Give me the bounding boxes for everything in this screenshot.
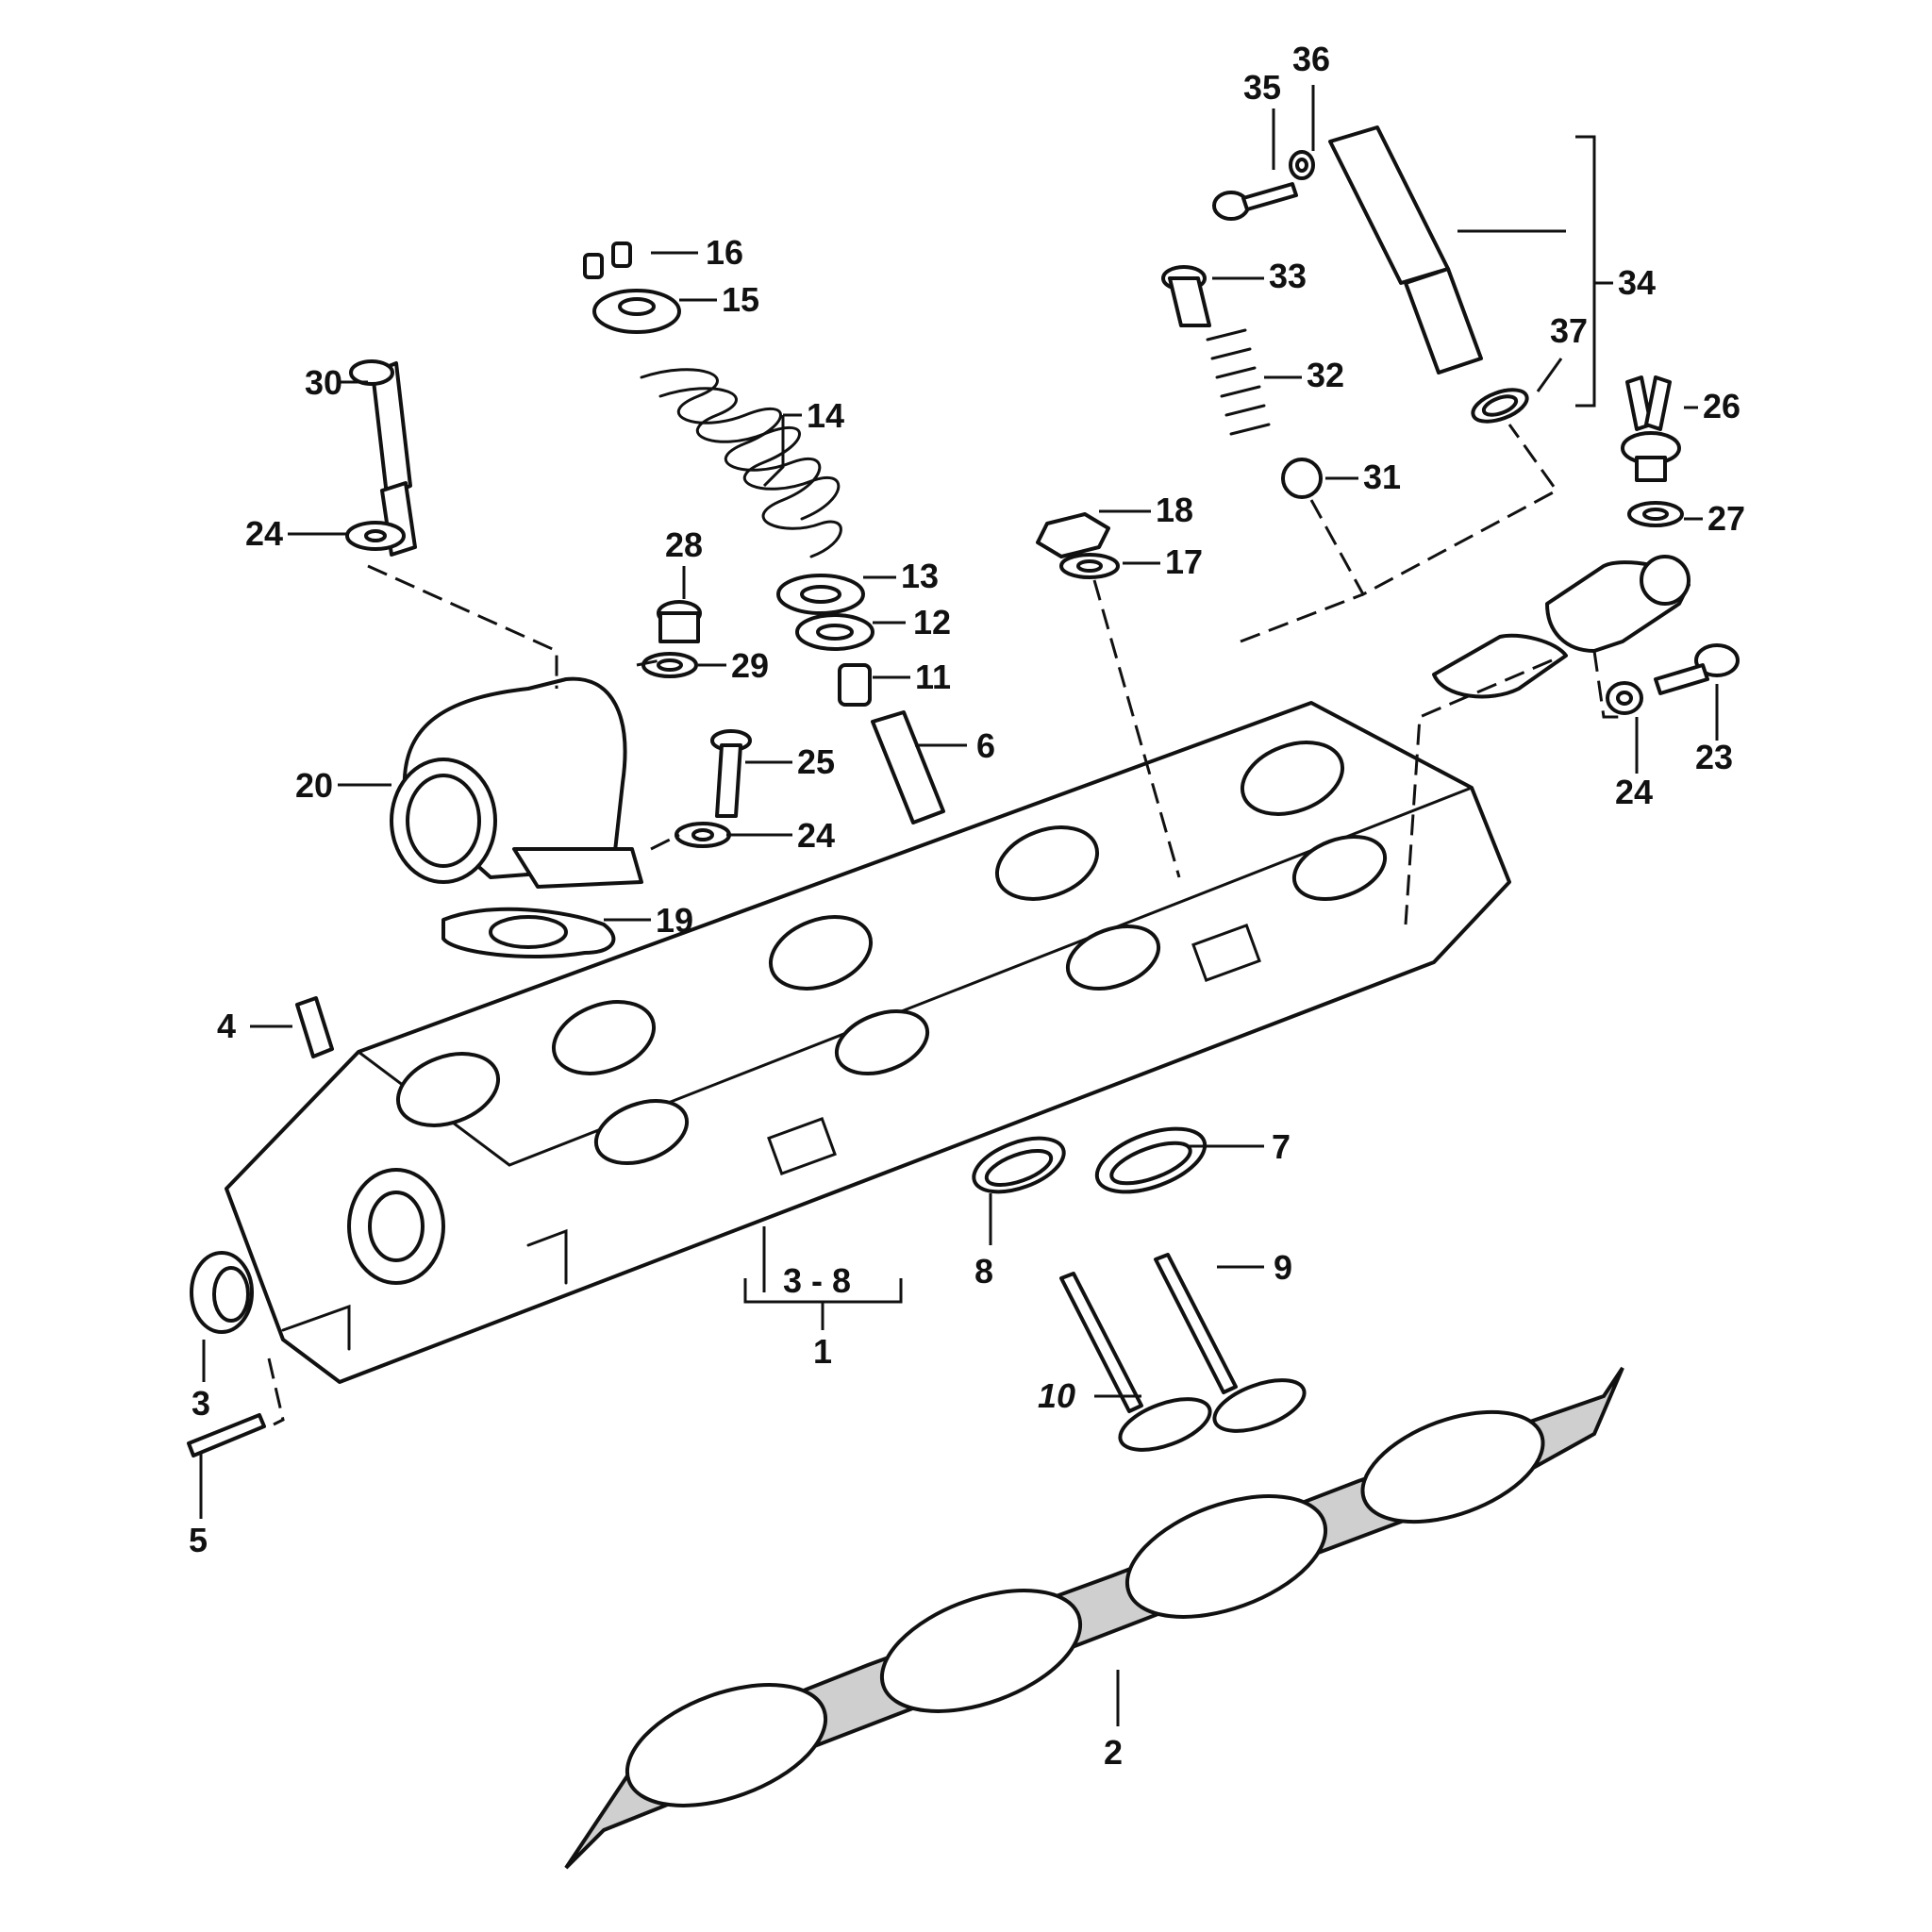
callout-33: 33 <box>1269 257 1307 295</box>
dowel-pin-4 <box>295 996 334 1058</box>
callout-12: 12 <box>913 603 951 641</box>
valve-guide-6 <box>871 710 945 824</box>
valve-springs-14 <box>640 368 842 558</box>
callout-35: 35 <box>1243 68 1281 107</box>
callout-17: 17 <box>1165 542 1203 581</box>
callout-7: 7 <box>1272 1127 1291 1166</box>
plug-28 <box>657 600 702 643</box>
spring-seat-13 <box>776 574 865 615</box>
valve-10 <box>1059 1272 1212 1452</box>
callout-16: 16 <box>706 233 743 272</box>
callout-29: 29 <box>731 646 769 685</box>
valve-seat-ring-7 <box>1094 1126 1208 1194</box>
callout-3-8: 3 - 8 <box>783 1261 851 1300</box>
coolant-connector <box>1545 555 1690 653</box>
spring-32 <box>1206 328 1271 436</box>
callout-23: 23 <box>1695 738 1733 776</box>
callout-6: 6 <box>976 726 995 765</box>
seal-ring-3 <box>190 1251 254 1334</box>
valve-stem-seal-11 <box>838 663 872 707</box>
thermostat-housing-20 <box>390 676 643 889</box>
washer-24-right <box>1606 681 1643 715</box>
screw-plug-33 <box>1161 265 1211 327</box>
cylinder-head-gasket <box>564 1366 1624 1870</box>
callout-36: 36 <box>1292 40 1330 78</box>
bolt-25 <box>710 729 752 818</box>
callout-28: 28 <box>665 525 703 564</box>
callout-labels: 1 2 3 3 - 8 4 5 6 7 8 9 10 11 12 13 14 1… <box>189 40 1745 1772</box>
callout-2: 2 <box>1104 1733 1123 1772</box>
assembly-lines <box>267 424 1627 1426</box>
washer-24-mid <box>675 822 731 848</box>
callout-13: 13 <box>901 557 939 595</box>
callout-11: 11 <box>915 658 951 696</box>
callout-20: 20 <box>295 766 333 805</box>
spring-retainer-15 <box>592 289 681 334</box>
callout-24-top: 24 <box>245 514 283 553</box>
bolt-23 <box>1654 643 1740 695</box>
valve-9 <box>1154 1253 1307 1433</box>
valve-seat-ring-8 <box>972 1136 1066 1194</box>
cylinder-head <box>225 701 1511 1384</box>
nut-18 <box>1036 512 1110 558</box>
seal-ring-37 <box>1471 388 1529 424</box>
valve-keepers-16 <box>583 242 632 279</box>
sealing-ring-27 <box>1627 501 1684 527</box>
gasket-19 <box>441 907 616 958</box>
callout-37: 37 <box>1550 311 1588 350</box>
callout-5: 5 <box>189 1521 208 1559</box>
flange-gasket <box>1432 633 1568 699</box>
callout-24-right: 24 <box>1615 773 1653 811</box>
washer-17 <box>1059 553 1120 579</box>
callout-31: 31 <box>1363 458 1401 496</box>
callout-4: 4 <box>217 1007 236 1045</box>
callout-25: 25 <box>797 742 835 781</box>
washer-24-top <box>345 521 406 551</box>
callout-30: 30 <box>305 363 342 402</box>
callout-14: 14 <box>807 396 844 435</box>
port-flanges <box>395 741 1388 1165</box>
callout-34: 34 <box>1618 263 1656 302</box>
callout-32: 32 <box>1307 356 1344 394</box>
callout-9: 9 <box>1274 1248 1292 1287</box>
callout-1: 1 <box>813 1332 832 1371</box>
callout-26: 26 <box>1703 387 1740 425</box>
temperature-sender-26 <box>1621 375 1681 482</box>
callout-18: 18 <box>1156 491 1193 529</box>
seal-29 <box>641 652 698 678</box>
callout-10: 10 <box>1038 1376 1075 1415</box>
callout-8: 8 <box>974 1252 993 1291</box>
chain-tensioner-34 <box>1328 125 1483 375</box>
callout-3: 3 <box>192 1384 210 1423</box>
leader-lines <box>199 85 1719 1726</box>
callout-15: 15 <box>722 280 759 319</box>
spring-seat-12 <box>795 613 874 651</box>
screw-35 <box>1212 182 1298 221</box>
callout-27: 27 <box>1707 499 1745 538</box>
callout-24-mid: 24 <box>797 816 835 855</box>
piston-31 <box>1281 458 1323 499</box>
stud-5 <box>187 1413 266 1457</box>
washer-36 <box>1289 150 1315 180</box>
callout-19: 19 <box>656 901 693 940</box>
